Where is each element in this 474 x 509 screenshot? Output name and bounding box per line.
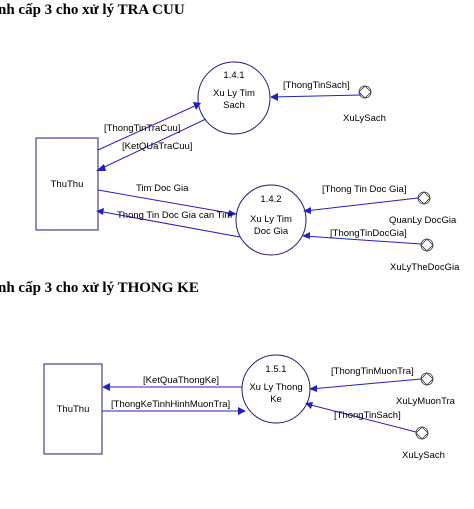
flow-thongtintracuu-arrow [193, 102, 201, 110]
terminator-xulysach-1-icon [358, 85, 372, 99]
flow-thongtinsach-1-label: [ThongTinSach] [283, 80, 350, 91]
flow-thongketinhhinh-arrow [238, 407, 246, 415]
flow-thongtindocgia-ql-arrow [303, 207, 311, 214]
process-1-5-1-id: 1.5.1 [265, 364, 286, 375]
entity-thuthu-2 [43, 363, 103, 455]
flow-thongtinmuontra [310, 378, 422, 390]
process-1-4-2-line1: Xu Ly Tim [250, 214, 292, 225]
flow-timdocgia-arrow [228, 210, 237, 217]
process-1-4-1-line2: Sach [223, 100, 245, 111]
flow-thongtindocgia-ql-label: [Thong Tin Doc Gia] [322, 184, 406, 195]
entity-thuthu-1 [35, 137, 99, 231]
terminator-xulysach-1-label: XuLySach [343, 113, 386, 124]
flow-thongtintracuu-label: [ThongTinTraCuu] [104, 123, 180, 134]
terminator-quanlydocgia-label: QuanLy DocGia [389, 215, 457, 226]
flow-thongtindocgia-the-label: [ThongTinDocGia] [330, 228, 407, 239]
flow-thongtinmuontra-arrow [309, 385, 317, 392]
flow-timdocgia [97, 189, 236, 215]
flow-thongtindocgia-the [303, 235, 422, 245]
flow-thongtinsach-2-label: [ThongTinSach] [334, 410, 401, 421]
heading-tra-cuu: nh cấp 3 cho xử lý TRA CUU [0, 2, 185, 18]
flow-thongtindocgiacantim-label: Thong Tin Doc Gia can Tim [117, 210, 232, 221]
terminator-xulysach-2-label: XuLySach [402, 450, 445, 461]
terminator-quanlydocgia-icon [417, 191, 431, 205]
flow-thongtindocgiacantim [97, 210, 241, 238]
entity-thuthu-1-label: ThuThu [51, 179, 84, 190]
flow-ketquathongke-label: [KetQuaThongKe] [143, 375, 219, 386]
process-1-4-2-line2: Doc Gia [254, 226, 289, 237]
flow-ketquatracuu [97, 118, 207, 171]
flow-thongtindocgiacantim-arrow [96, 208, 104, 215]
process-1-5-1-line2: Ke [270, 394, 282, 405]
terminator-xulymuontra-icon [420, 372, 434, 386]
entity-thuthu-2-label: ThuThu [57, 404, 90, 415]
flow-timdocgia-label: Tim Doc Gia [136, 183, 189, 194]
flow-thongtinmuontra-label: [ThongTinMuonTra] [331, 366, 414, 377]
terminator-xulythedocgia-label: XuLyTheDocGia [390, 262, 460, 273]
flow-ketquatracuu-arrow [96, 164, 106, 171]
flow-thongtinsach-2 [306, 403, 417, 433]
flow-thongtindocgia-ql [304, 197, 419, 212]
process-1-4-1-line1: Xu Ly Tim [213, 88, 255, 99]
flow-thongtinsach-2-arrow [305, 402, 313, 409]
flow-thongtindocgia-the-arrow [302, 232, 310, 239]
heading-thong-ke: nh cấp 3 cho xử lý THONG KE [0, 280, 199, 296]
flow-thongtinsach-1 [271, 94, 362, 98]
flow-thongtinsach-1-arrow [270, 93, 278, 101]
terminator-xulysach-2-icon [415, 426, 429, 440]
terminator-xulythedocgia-icon [420, 238, 434, 252]
process-1-4-2-id: 1.4.2 [260, 194, 281, 205]
terminator-xulymuontra-label: XuLyMuonTra [396, 396, 456, 407]
flow-ketquathongke-arrow [102, 383, 110, 391]
process-1-4-1-id: 1.4.1 [223, 70, 244, 81]
flow-ketquatracuu-label: [KetQUaTraCuu] [122, 141, 192, 152]
process-1-4-1 [197, 61, 271, 135]
flow-thongketinhhinh-label: [ThongKeTinhHinhMuonTra] [111, 399, 230, 410]
process-1-5-1-line1: Xu Ly Thong [249, 382, 302, 393]
process-1-4-2 [235, 184, 307, 256]
flow-thongtintracuu [97, 103, 200, 151]
